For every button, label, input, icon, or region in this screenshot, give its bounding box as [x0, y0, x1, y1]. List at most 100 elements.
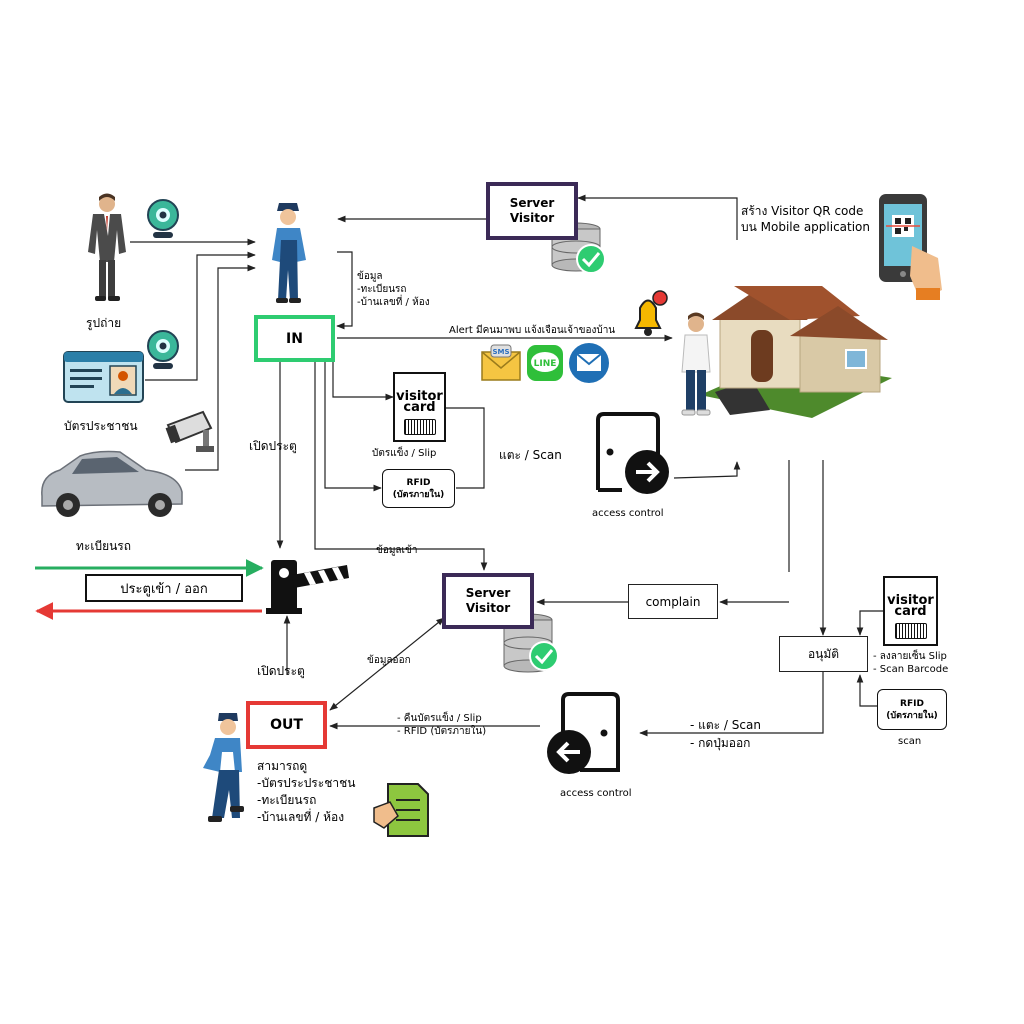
create-qr-line1: สร้าง Visitor QR code [741, 204, 864, 218]
arrow-in-to-rfid [324, 362, 382, 492]
line-app-icon: LINE [527, 345, 563, 381]
resident-icon [681, 312, 711, 416]
approve-label: อนุมัติ [807, 646, 840, 661]
tap-scan-bottom-text: - แตะ / Scan - กดปุ่มออก [690, 716, 761, 752]
visitor-card-right-line1: visitor [887, 593, 934, 608]
in-box: IN [254, 315, 335, 362]
document-icon [373, 783, 429, 837]
security-guard-icon [272, 203, 306, 303]
arrow-server-out-to-out [329, 617, 445, 711]
guard-data-line2: -ทะเบียนรถ [357, 284, 407, 295]
gate-inout-label: ประตูเข้า / ออก [120, 581, 208, 597]
sign-line1: - ลงลายเซ็น Slip [873, 651, 947, 662]
gate-inout-box: ประตูเข้า / ออก [85, 574, 243, 602]
can-view-line3: -ทะเบียนรถ [257, 793, 317, 807]
tap-scan-top-label: แตะ / Scan [499, 448, 562, 462]
sign-scan-text: - ลงลายเซ็น Slip - Scan Barcode [873, 650, 948, 676]
open-gate-bottom-label: เปิดประตู [257, 664, 305, 678]
arrow-rfid-right-to-approve [856, 674, 878, 707]
arrow-phone-to-server [577, 194, 738, 240]
rfid-line1: RFID [406, 477, 431, 488]
rfid-right-line2: (บัตรภายใน) [886, 710, 938, 721]
sms-icon-text: SMS [492, 348, 509, 356]
arrow-access-to-house [673, 461, 741, 479]
approve-box: อนุมัติ [779, 636, 868, 672]
visitor-card-line2: card [403, 400, 436, 415]
phone-qr-icon [879, 194, 942, 300]
visitor-card-right-line2: card [894, 604, 927, 619]
gate-arrows [35, 559, 264, 620]
return-line2: - RFID (บัตรภายใน) [397, 726, 487, 737]
alert-label: Alert มีคนมาพบ แจ้งเจือนเจ้าของบ้าน [449, 325, 616, 336]
guard-data-line3: -บ้านเลขที่ / ห้อง [357, 297, 430, 308]
barrier-gate-icon [266, 560, 349, 614]
guard-data-line1: ข้อมูล [357, 271, 383, 282]
guard-data-text: ข้อมูล -ทะเบียนรถ -บ้านเลขที่ / ห้อง [357, 270, 430, 309]
out-box: OUT [246, 701, 327, 749]
server-mid-line2: Visitor [465, 601, 511, 615]
access-door-in-icon [596, 412, 669, 494]
create-qr-line2: บน Mobile application [741, 220, 871, 234]
arrow-approve-to-access-out [639, 672, 824, 737]
can-view-line2: -บัตรประประชาชน [257, 776, 356, 790]
slip-card-label: บัตรแข็ง / Slip [372, 448, 437, 459]
arrow-idcard-to-guard [145, 251, 256, 381]
id-card-label: บัตรประชาชน [64, 419, 138, 433]
cctv-camera-icon [165, 410, 214, 452]
scan-label: scan [898, 736, 922, 747]
arrow-in-to-visitor-card [332, 362, 394, 401]
access-control-in-label: access control [592, 508, 664, 519]
photo-label: รูปถ่าย [86, 316, 122, 330]
can-view-text: สามารถดู -บัตรประประชาชน -ทะเบียนรถ -บ้า… [257, 758, 355, 826]
arrow-guard-data-to-in [336, 251, 353, 330]
arrow-card-right-to-approve [856, 610, 884, 636]
data-out-label: ข้อมูลออก [367, 655, 411, 666]
visitor-card-right-box: visitor card [883, 576, 938, 646]
webcam-icon [147, 330, 179, 369]
visitor-card-line1: visitor [396, 389, 443, 404]
businessman-icon [88, 193, 126, 301]
server-visitor-top-box: Server Visitor [486, 182, 578, 240]
rfid-box: RFID (บัตรภายใน) [382, 469, 455, 508]
can-view-line1: สามารถดู [257, 759, 308, 773]
line-card-to-access [446, 407, 485, 489]
mail-icon [569, 343, 609, 383]
security-guard-icon [203, 713, 244, 822]
server-mid-line1: Server [465, 586, 511, 600]
in-label: IN [286, 330, 303, 347]
complain-label: complain [645, 594, 701, 609]
tap-scan-bottom-line1: - แตะ / Scan [690, 718, 761, 732]
create-qr-text: สร้าง Visitor QR code บน Mobile applicat… [741, 203, 870, 235]
server-visitor-mid-box: Server Visitor [442, 573, 534, 629]
barcode-icon [894, 623, 927, 639]
tap-scan-bottom-line2: - กดปุ่มออก [690, 736, 751, 750]
access-door-out-icon [547, 692, 620, 774]
rfid-right-box: RFID (บัตรภายใน) [877, 689, 947, 730]
server-top-line2: Visitor [509, 211, 555, 225]
can-view-line4: -บ้านเลขที่ / ห้อง [257, 810, 345, 824]
sms-icon: SMS [481, 344, 521, 381]
arrow-in-data-to-server [314, 362, 488, 571]
open-gate-top-label: เปิดประตู [249, 439, 297, 453]
out-label: OUT [270, 717, 303, 733]
data-in-label: ข้อมูลเข้า [376, 545, 418, 556]
webcam-icon [147, 199, 179, 238]
id-card-icon [63, 351, 144, 403]
house-icon [700, 286, 892, 418]
return-line1: - คืนบัตรแข็ง / Slip [397, 713, 482, 724]
license-plate-label: ทะเบียนรถ [76, 539, 132, 553]
line-icon-text: LINE [534, 359, 557, 369]
bell-alert-icon [634, 290, 668, 336]
access-control-out-label: access control [560, 788, 632, 799]
visitor-card-box: visitor card [393, 372, 446, 442]
connectors [130, 194, 884, 737]
rfid-line2: (บัตรภายใน) [392, 489, 445, 500]
complain-box: complain [628, 584, 718, 619]
rfid-right-line1: RFID [900, 698, 924, 709]
sign-line2: - Scan Barcode [873, 664, 949, 675]
arrow-car-to-guard [185, 264, 256, 471]
barcode-icon [403, 419, 436, 435]
return-card-text: - คืนบัตรแข็ง / Slip - RFID (บัตรภายใน) [397, 712, 486, 738]
car-icon [41, 450, 183, 517]
